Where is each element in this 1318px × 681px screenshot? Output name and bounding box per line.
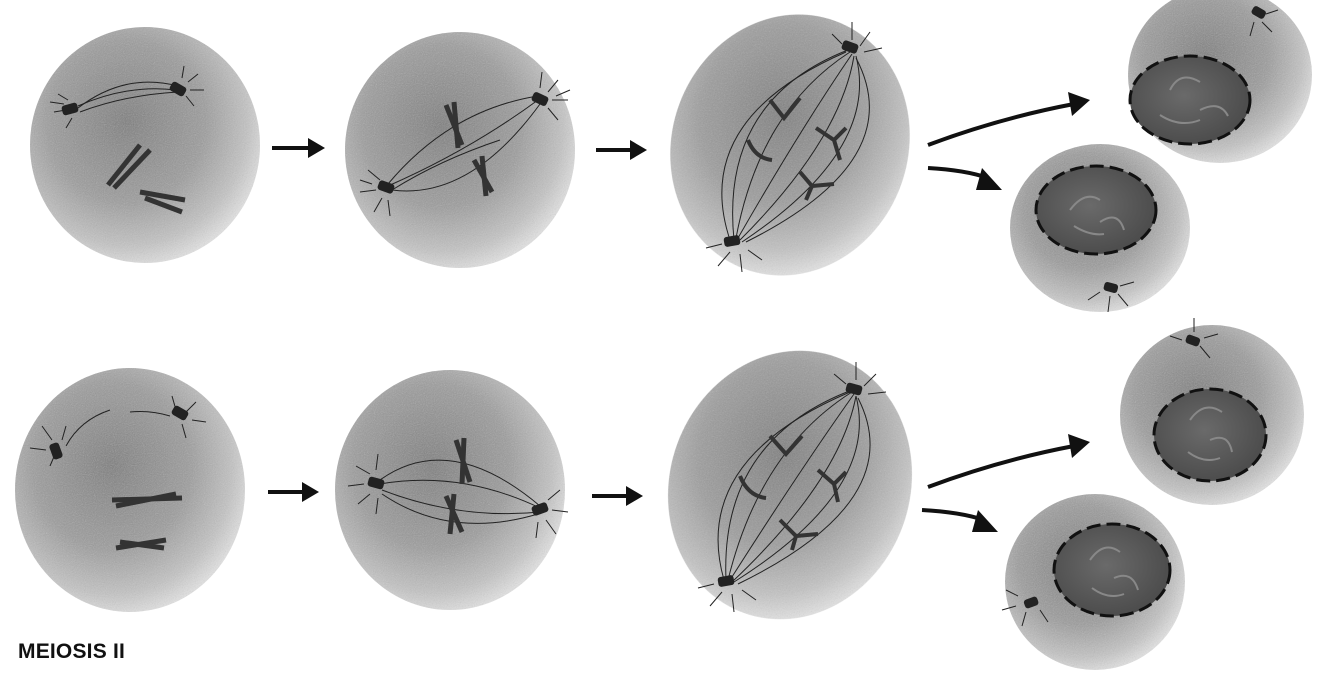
arrow	[928, 434, 1090, 487]
daughter-cell	[1128, 0, 1312, 163]
arrow	[596, 140, 647, 160]
arrow	[928, 92, 1090, 145]
arrow	[928, 168, 1002, 190]
arrow	[592, 486, 643, 506]
arrow	[272, 138, 325, 158]
daughter-cell	[1120, 318, 1304, 505]
cell-metaphase-ii	[335, 370, 568, 610]
diagram-caption: MEIOSIS II	[18, 640, 125, 664]
cell-prophase-ii	[30, 27, 260, 263]
arrow	[922, 510, 998, 532]
cell-anaphase-ii	[634, 0, 946, 309]
row-1	[30, 0, 1312, 312]
daughter-cell	[1010, 144, 1190, 312]
cell-prophase-ii	[15, 368, 245, 612]
row-2	[15, 316, 1304, 670]
cell-anaphase-ii	[631, 316, 950, 654]
cell-metaphase-ii	[345, 32, 575, 268]
daughter-cell	[1002, 494, 1185, 670]
arrow	[268, 482, 319, 502]
